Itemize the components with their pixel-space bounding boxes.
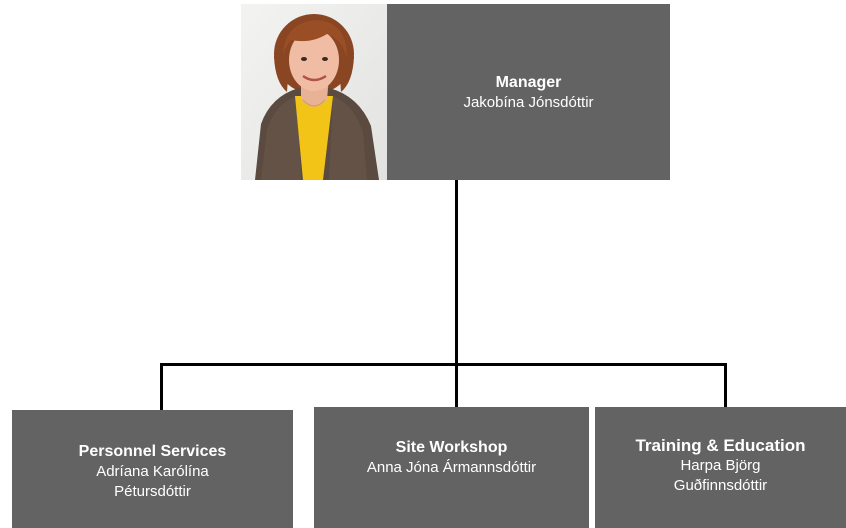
department-name-line1: Anna Jóna Ármannsdóttir	[366, 459, 537, 476]
department-role: Personnel Services	[78, 442, 227, 460]
department-box-site-workshop: Site Workshop Anna Jóna Ármannsdóttir	[314, 407, 589, 528]
connector-drop-middle	[455, 363, 458, 407]
department-name-line2: Pétursdóttir	[114, 482, 191, 500]
department-box-training-education: Training & Education Harpa Björg Guðfinn…	[595, 407, 846, 528]
manager-photo	[241, 4, 387, 180]
manager-box: Manager Jakobína Jónsdóttir	[387, 4, 670, 180]
connector-horizontal	[160, 363, 727, 366]
manager-name: Jakobína Jónsdóttir	[463, 93, 594, 111]
department-box-personnel-services: Personnel Services Adríana Karólína Pétu…	[12, 410, 293, 528]
connector-drop-right	[724, 363, 727, 407]
department-name-line2: Guðfinnsdóttir	[673, 477, 768, 494]
department-name-line1: Adríana Karólína	[96, 462, 209, 480]
manager-role: Manager	[495, 73, 562, 91]
department-role: Site Workshop	[395, 439, 508, 456]
connector-vertical-manager	[455, 180, 458, 366]
department-role: Training & Education	[635, 436, 806, 455]
connector-drop-left	[160, 363, 163, 410]
department-name-line1: Harpa Björg	[680, 457, 761, 474]
